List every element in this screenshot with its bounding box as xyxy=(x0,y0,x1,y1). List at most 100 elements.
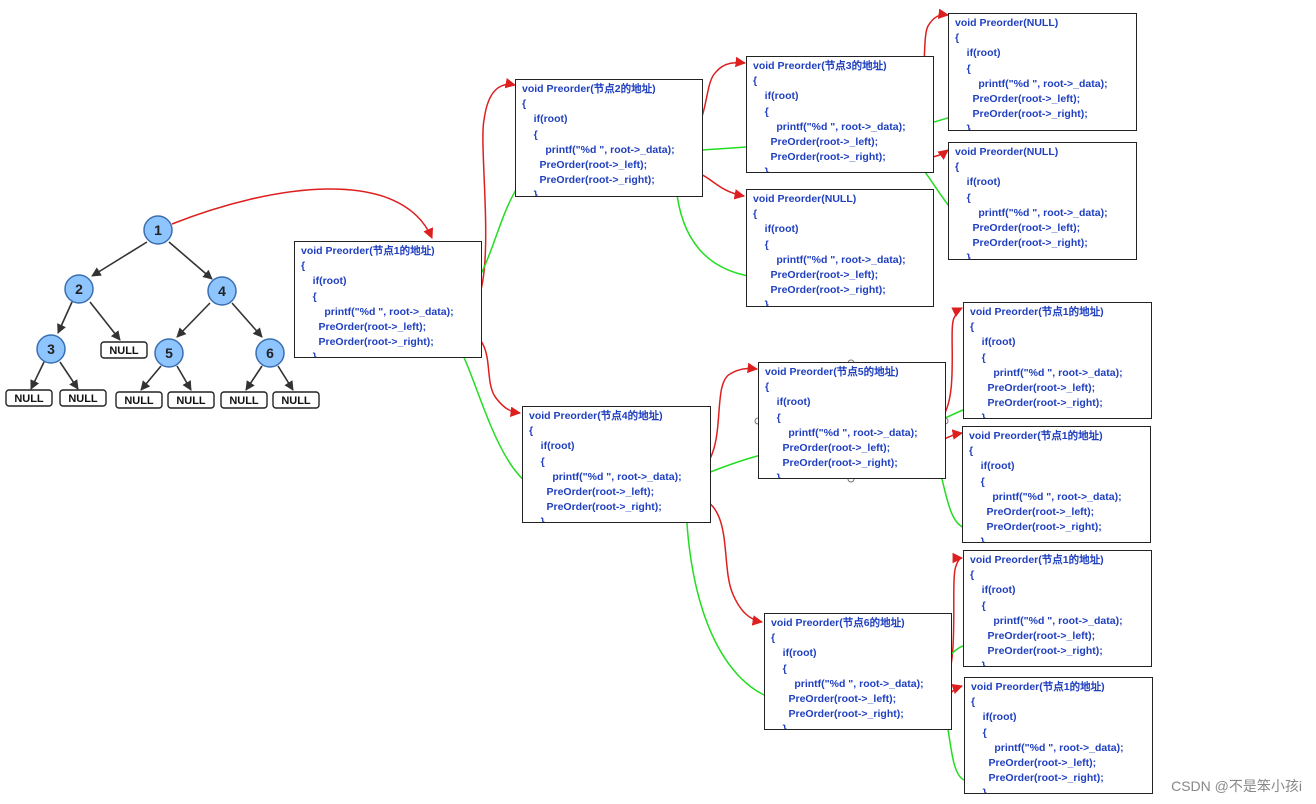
code-line: { xyxy=(529,455,545,468)
code-line: { xyxy=(971,696,976,709)
code-line: PreOrder(root->_left); xyxy=(971,757,1097,770)
code-line: printf("%d ", root->_data); xyxy=(529,470,682,483)
code-line: PreOrder(root->_left); xyxy=(529,486,655,499)
code-line: PreOrder(root->_right); xyxy=(970,397,1103,410)
code-line: { xyxy=(771,632,776,645)
frame-signature: void Preorder(NULL) xyxy=(955,146,1059,158)
edge-3-null-l xyxy=(30,361,45,390)
code-line: { xyxy=(955,62,971,75)
edge-6-null-l xyxy=(245,365,263,391)
edge-1-4 xyxy=(168,241,213,280)
code-line: PreOrder(root->_left); xyxy=(955,93,1081,106)
code-line: printf("%d ", root->_data); xyxy=(955,77,1108,90)
code-line: } xyxy=(969,536,985,543)
code-line: printf("%d ", root->_data); xyxy=(765,426,918,439)
code-line: } xyxy=(970,660,986,667)
code-line: { xyxy=(970,599,986,612)
code-line: if(root) xyxy=(971,711,1017,724)
code-line: { xyxy=(969,445,974,458)
null-box-6l xyxy=(220,391,268,409)
call-n1-to-n2 xyxy=(466,78,517,313)
code-line: PreOrder(root->_right); xyxy=(753,151,886,164)
code-line: printf("%d ", root->_data); xyxy=(753,253,906,266)
frame-node3: void Preorder(节点3的地址){ if(root) { printf… xyxy=(746,56,934,173)
code-line: if(root) xyxy=(969,460,1015,473)
frame-null-left-of-3: void Preorder(NULL) { if(root) { printf("… xyxy=(948,13,1137,131)
frame-null-right-of-2: void Preorder(NULL){ if(root) { printf("… xyxy=(746,189,934,307)
call-n4-to-n5 xyxy=(695,362,759,475)
code-line: PreOrder(root->_left); xyxy=(970,630,1096,643)
tree-node-label-5: 5 xyxy=(165,345,173,361)
edge-2-3 xyxy=(57,301,73,334)
frame-signature: void Preorder(NULL) xyxy=(955,17,1059,29)
edge-5-null-r xyxy=(176,365,192,391)
code-line: if(root) xyxy=(970,584,1016,597)
edge-4-6 xyxy=(231,302,263,338)
code-line: if(root) xyxy=(753,90,799,103)
code-line: PreOrder(root->_right); xyxy=(970,645,1103,658)
code-line: printf("%d ", root->_data); xyxy=(970,614,1123,627)
code-line: PreOrder(root->_left); xyxy=(970,382,1096,395)
tree-edges xyxy=(30,241,294,391)
code-line: PreOrder(root->_left); xyxy=(522,159,648,172)
tree-node-label-2: 2 xyxy=(75,281,83,297)
code-line: PreOrder(root->_right); xyxy=(301,336,434,349)
frame-node6: void Preorder(节点6的地址) { if(root) { printf… xyxy=(764,613,952,730)
code-line: { xyxy=(970,569,975,582)
code-line: if(root) xyxy=(771,647,817,660)
code-line: if(root) xyxy=(955,47,1001,60)
frame-signature: void Preorder(节点1的地址) xyxy=(301,245,435,257)
null-box-2r xyxy=(100,341,148,359)
code-line: } xyxy=(753,166,769,173)
code-line: PreOrder(root->_left); xyxy=(955,222,1081,235)
code-line: { xyxy=(753,208,758,221)
code-line: } xyxy=(955,123,971,131)
code-line: } xyxy=(522,189,538,197)
code-line: { xyxy=(970,321,975,334)
code-line: } xyxy=(529,516,545,523)
code-line: } xyxy=(771,723,787,730)
code-line: { xyxy=(753,238,769,251)
null-box-3r xyxy=(59,389,107,407)
null-label-3l: NULL xyxy=(14,393,44,405)
code-line: { xyxy=(955,161,960,174)
code-line: printf("%d ", root->_data); xyxy=(771,677,924,690)
null-box-6r xyxy=(272,391,320,409)
code-line: { xyxy=(301,290,317,303)
null-label-6r: NULL xyxy=(281,395,311,407)
null-label-3r: NULL xyxy=(68,393,98,405)
code-line: { xyxy=(753,75,758,88)
frame-right-of-6: void Preorder(节点1的地址){ if(root) { printf… xyxy=(964,677,1153,794)
edge-4-5 xyxy=(176,302,211,338)
tree-node-2 xyxy=(64,274,94,304)
code-line: PreOrder(root->_right); xyxy=(522,174,655,187)
code-line: } xyxy=(970,412,986,419)
null-label-6l: NULL xyxy=(229,395,259,407)
edge-1-2 xyxy=(91,241,148,277)
tree-node-6 xyxy=(255,338,285,368)
code-line: printf("%d ", root->_data); xyxy=(301,305,454,318)
frame-signature: void Preorder(节点4的地址) xyxy=(529,410,663,422)
frame-right-of-5: void Preorder(节点1的地址){ if(root) { printf… xyxy=(962,426,1151,543)
code-line: } xyxy=(765,472,781,479)
code-line: } xyxy=(971,787,987,794)
null-label-2r: NULL xyxy=(109,345,139,357)
frame-signature: void Preorder(节点6的地址) xyxy=(771,617,905,629)
frame-node2: void Preorder(节点2的地址){ if(root) { printf… xyxy=(515,79,703,197)
call-root-to-n1 xyxy=(171,188,433,239)
code-line: if(root) xyxy=(765,396,811,409)
frame-signature: void Preorder(节点1的地址) xyxy=(970,554,1104,566)
frame-null-right-of-3: void Preorder(NULL){ if(root) { printf("… xyxy=(948,142,1137,260)
null-box-5l xyxy=(115,391,163,409)
code-line: { xyxy=(771,662,787,675)
frame-signature: void Preorder(节点5的地址) xyxy=(765,366,899,378)
call-n5-to-n5l xyxy=(939,307,963,421)
code-line: PreOrder(root->_left); xyxy=(753,269,879,282)
code-line: PreOrder(root->_right); xyxy=(955,237,1088,250)
code-line: { xyxy=(955,32,960,45)
code-line: PreOrder(root->_right); xyxy=(971,772,1104,785)
code-line: if(root) xyxy=(522,113,568,126)
tree-node-label-1: 1 xyxy=(154,222,162,238)
tree-node-1 xyxy=(143,215,173,245)
null-box-5r xyxy=(167,391,215,409)
